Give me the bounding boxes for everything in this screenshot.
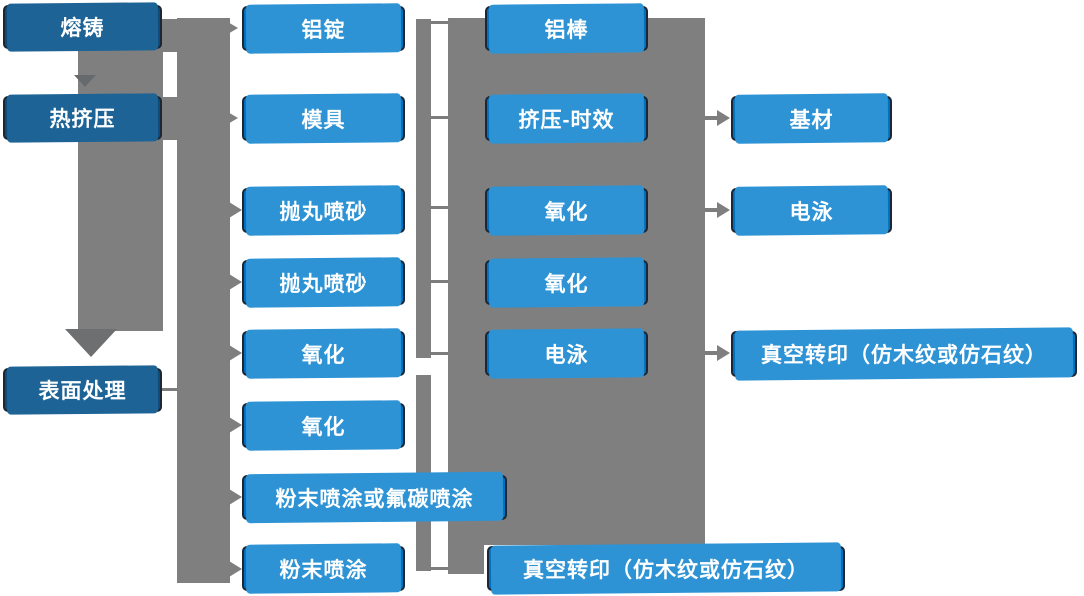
stub-row1 xyxy=(430,21,449,24)
node-oxidation-c3-2: 氧化 xyxy=(485,260,648,305)
arrowhead-to-electrophoresis xyxy=(717,202,730,218)
node-extrusion-aging: 挤压-时效 xyxy=(485,96,648,141)
node-vacuum-transfer-right: 真空转印（仿木纹或仿石纹） xyxy=(731,331,1077,377)
connector-strip-upper xyxy=(416,19,431,358)
arrowhead-to-mold xyxy=(221,108,238,128)
arrowhead-to-powder-coating xyxy=(229,561,242,577)
node-vacuum-transfer-bottom: 真空转印（仿木纹或仿石纹） xyxy=(487,546,845,591)
arrowhead-to-vacuum-transfer xyxy=(717,345,730,361)
stub-row2 xyxy=(430,116,449,119)
arrowhead-to-base-material xyxy=(717,110,730,126)
node-shot-blasting-1: 抛丸喷砂 xyxy=(242,188,405,233)
stub-out-row2 xyxy=(705,116,717,120)
node-electrophoresis-c4: 电泳 xyxy=(731,188,892,233)
arrowhead-to-aluminum-ingot xyxy=(221,18,238,38)
stub-out-row3 xyxy=(705,208,717,212)
node-powder-or-fluorocarbon: 粉末喷涂或氟碳喷涂 xyxy=(242,475,507,520)
node-oxidation-c2-1: 氧化 xyxy=(242,331,405,376)
stub-row3 xyxy=(430,206,449,209)
node-base-material: 基材 xyxy=(731,96,892,141)
arrowhead-to-powder-or-fluorocarbon xyxy=(229,489,242,505)
stub-row4 xyxy=(430,280,449,283)
node-powder-coating: 粉末喷涂 xyxy=(242,546,405,591)
node-aluminum-rod: 铝棒 xyxy=(485,6,648,51)
stub-out-row5 xyxy=(705,351,717,355)
arrowhead-to-shot-blasting-1 xyxy=(229,202,242,218)
arrowhead-to-oxidation-1 xyxy=(229,345,242,361)
node-aluminum-ingot: 铝锭 xyxy=(242,6,405,51)
connector-bus-column2 xyxy=(177,18,230,583)
node-mold: 模具 xyxy=(242,96,405,141)
node-melting: 熔铸 xyxy=(3,5,162,49)
arrowhead-to-oxidation-2 xyxy=(229,417,242,433)
stub-row5 xyxy=(430,352,449,355)
node-hot-extrusion: 热挤压 xyxy=(3,96,162,140)
connector-melting-to-surface-treatment xyxy=(78,19,163,331)
arrowhead-to-hot-extrusion xyxy=(74,75,96,87)
node-oxidation-c2-2: 氧化 xyxy=(242,403,405,448)
connector-block-leg xyxy=(448,545,484,574)
stub-bottom xyxy=(430,567,449,570)
node-shot-blasting-2: 抛丸喷砂 xyxy=(242,260,405,305)
node-oxidation-c3-1: 氧化 xyxy=(485,188,648,233)
node-electrophoresis-c3: 电泳 xyxy=(485,331,648,376)
arrowhead-to-shot-blasting-2 xyxy=(229,274,242,290)
node-surface-treatment: 表面处理 xyxy=(3,368,162,412)
arrowhead-to-surface-treatment xyxy=(65,329,117,357)
stub-surface-treatment xyxy=(161,388,178,391)
